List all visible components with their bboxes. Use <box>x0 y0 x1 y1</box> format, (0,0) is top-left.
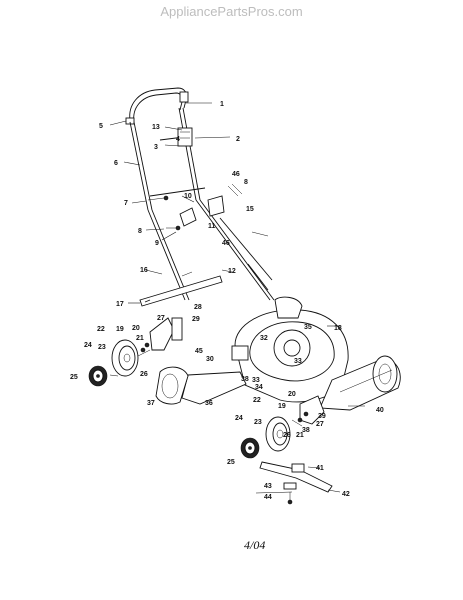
label-27b: 27 <box>316 421 324 428</box>
label-30: 30 <box>206 356 214 363</box>
label-26b: 26 <box>283 432 291 439</box>
label-40: 40 <box>376 407 384 414</box>
label-5: 5 <box>99 123 103 130</box>
label-15: 15 <box>246 206 254 213</box>
label-20b: 20 <box>288 391 296 398</box>
label-3: 3 <box>154 144 158 151</box>
label-43: 43 <box>264 483 272 490</box>
label-13: 13 <box>152 124 160 131</box>
label-35: 35 <box>304 324 312 331</box>
label-39: 39 <box>318 413 326 420</box>
label-45: 45 <box>195 348 203 355</box>
front-baffle <box>155 366 247 405</box>
label-6: 6 <box>114 160 118 167</box>
lower-handle <box>147 195 275 301</box>
label-1: 1 <box>220 101 224 108</box>
upper-handle <box>125 87 206 211</box>
cutting-blade <box>259 461 333 505</box>
label-44: 44 <box>264 494 272 501</box>
label-20a: 20 <box>132 325 140 332</box>
label-19a: 19 <box>116 326 124 333</box>
label-23b: 23 <box>254 419 262 426</box>
label-34: 34 <box>255 384 263 391</box>
label-38b: 38 <box>302 427 310 434</box>
label-46b: 46 <box>222 240 230 247</box>
watermark-text: AppliancePartsPros.com <box>160 4 303 19</box>
label-17: 17 <box>116 301 124 308</box>
right-front-wheel <box>240 416 291 459</box>
label-21b: 21 <box>296 432 304 439</box>
label-19b: 19 <box>278 403 286 410</box>
label-38a: 38 <box>241 376 249 383</box>
label-37: 37 <box>147 400 155 407</box>
right-wheel-bracket <box>291 395 325 427</box>
label-18: 18 <box>334 325 342 332</box>
label-32: 32 <box>260 335 268 342</box>
label-21a: 21 <box>136 335 144 342</box>
revision-date: 4/04 <box>244 538 266 552</box>
label-7: 7 <box>124 200 128 207</box>
left-wheel-bracket <box>137 317 183 357</box>
label-22a: 22 <box>97 326 105 333</box>
label-24a: 24 <box>84 342 92 349</box>
part-labels: 1 2 3 4 5 6 7 8 8 9 10 11 12 13 15 16 17… <box>70 101 384 501</box>
label-4: 4 <box>176 136 180 143</box>
label-22b: 22 <box>253 397 261 404</box>
label-28: 28 <box>194 304 202 311</box>
label-33a: 33 <box>294 358 302 365</box>
label-46a: 46 <box>232 171 240 178</box>
leader-lines <box>109 102 365 494</box>
label-25a: 25 <box>70 374 78 381</box>
label-8b: 8 <box>138 228 142 235</box>
rear-deflector-bar <box>139 275 223 307</box>
label-33b: 33 <box>252 377 260 384</box>
label-29: 29 <box>192 316 200 323</box>
label-12: 12 <box>228 268 236 275</box>
control-bail <box>177 127 193 147</box>
label-8a: 8 <box>244 179 248 186</box>
label-10: 10 <box>184 193 192 200</box>
label-26a: 26 <box>140 371 148 378</box>
label-25b: 25 <box>227 459 235 466</box>
label-42: 42 <box>342 491 350 498</box>
side-discharge-chute <box>319 355 401 411</box>
label-27a: 27 <box>157 315 165 322</box>
mower-deck <box>231 296 349 403</box>
label-16: 16 <box>140 267 148 274</box>
label-41: 41 <box>316 465 324 472</box>
left-rear-wheel <box>88 339 139 387</box>
label-11: 11 <box>208 223 216 230</box>
label-36: 36 <box>205 400 213 407</box>
label-9: 9 <box>155 240 159 247</box>
label-24b: 24 <box>235 415 243 422</box>
label-2: 2 <box>236 136 240 143</box>
handle-bolts <box>147 183 269 237</box>
label-23a: 23 <box>98 344 106 351</box>
